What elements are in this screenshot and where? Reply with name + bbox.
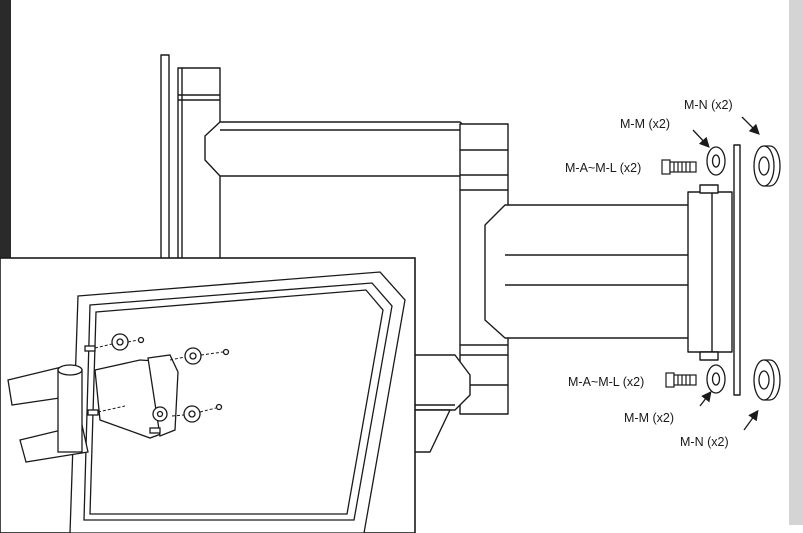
- screw-lower-icon: [665, 372, 697, 388]
- wall-mount-arm: [160, 54, 741, 453]
- spacer-upper-icon: [753, 145, 781, 187]
- inset-detail: [0, 257, 416, 533]
- washer-upper-icon: [706, 146, 726, 176]
- spacer-lower-icon: [753, 359, 781, 401]
- screw-upper-icon: [661, 159, 697, 175]
- label-m-a-bottom: M-A~M-L (x2): [568, 375, 644, 389]
- label-m-m-bottom: M-M (x2): [624, 411, 674, 425]
- label-m-m-top: M-M (x2): [620, 117, 670, 131]
- washer-lower-icon: [706, 364, 726, 394]
- label-m-n-top: M-N (x2): [684, 98, 733, 112]
- right-sidebar-bar: [789, 0, 803, 525]
- label-m-n-bottom: M-N (x2): [680, 435, 729, 449]
- pointer-arrows: [692, 116, 760, 431]
- label-m-a-top: M-A~M-L (x2): [565, 161, 641, 175]
